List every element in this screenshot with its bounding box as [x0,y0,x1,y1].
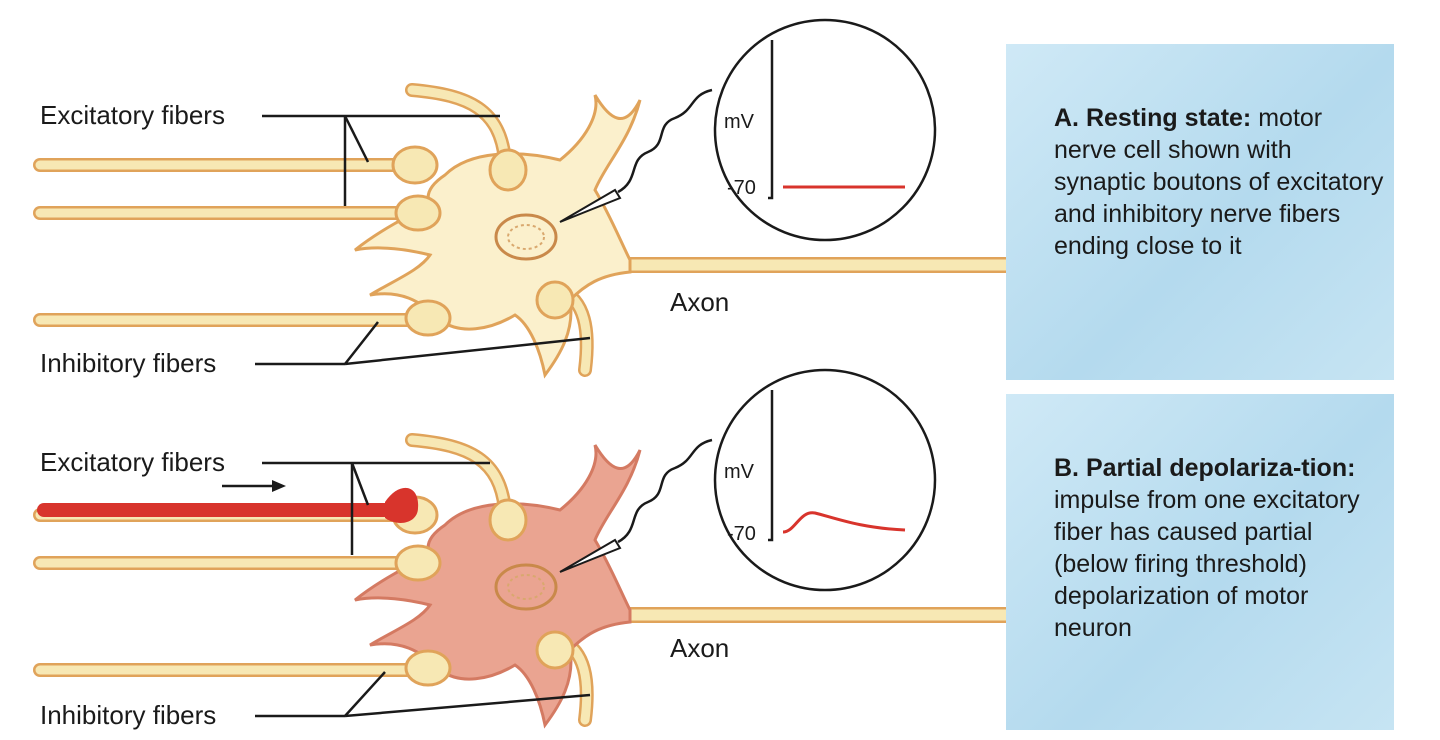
partial-depolarization-caption-panel: B. Partial depolariza-tion: impulse from… [1006,394,1394,730]
inhibitory-leaders-a [255,321,591,366]
axon-label: Axon [670,287,729,317]
inhibitory-fibers-label: Inhibitory fibers [40,348,216,378]
excitatory-leaders-b [262,461,490,555]
resting-state-caption-panel: A. Resting state: motor nerve cell shown… [1006,44,1394,380]
mv-axis-label: mV [724,461,755,483]
caption-heading: A. Resting state: [1054,104,1252,132]
resting-state-figure: Excitatory fibers Inhibitory fibers Axon… [33,18,1016,379]
inhibitory-fibers-label: Inhibitory fibers [40,700,216,730]
depolarization-trace [782,511,906,534]
caption-body: motor nerve cell shown with synaptic bou… [1054,104,1384,260]
caption-body: impulse from one excitatory fiber has ca… [1054,486,1360,642]
excitatory-leaders-a [262,114,500,206]
minus-70-tick: -70 [727,523,756,545]
excitatory-fibers-label: Excitatory fibers [40,447,225,477]
axon-label: Axon [670,633,729,663]
caption-heading: B. Partial depolariza-tion: [1054,454,1356,482]
partial-depolarization-figure: Excitatory fibers Inhibitory fibers Axon… [33,368,1016,730]
mv-axis-label: mV [724,111,755,133]
excitatory-fibers-label: Excitatory fibers [40,100,225,130]
impulse-arrow [222,480,286,492]
depolarized-neuron [33,433,1016,729]
oscilloscope-b: mV -70 [713,368,937,592]
oscilloscope-a: mV -70 [713,18,937,242]
minus-70-tick: -70 [727,177,756,199]
resting-neuron [33,83,1016,379]
resting-state-caption: A. Resting state: motor nerve cell shown… [1054,102,1384,262]
inhibitory-leaders-b [255,671,591,718]
partial-depolarization-caption: B. Partial depolariza-tion: impulse from… [1054,452,1384,644]
active-bouton [385,487,419,523]
